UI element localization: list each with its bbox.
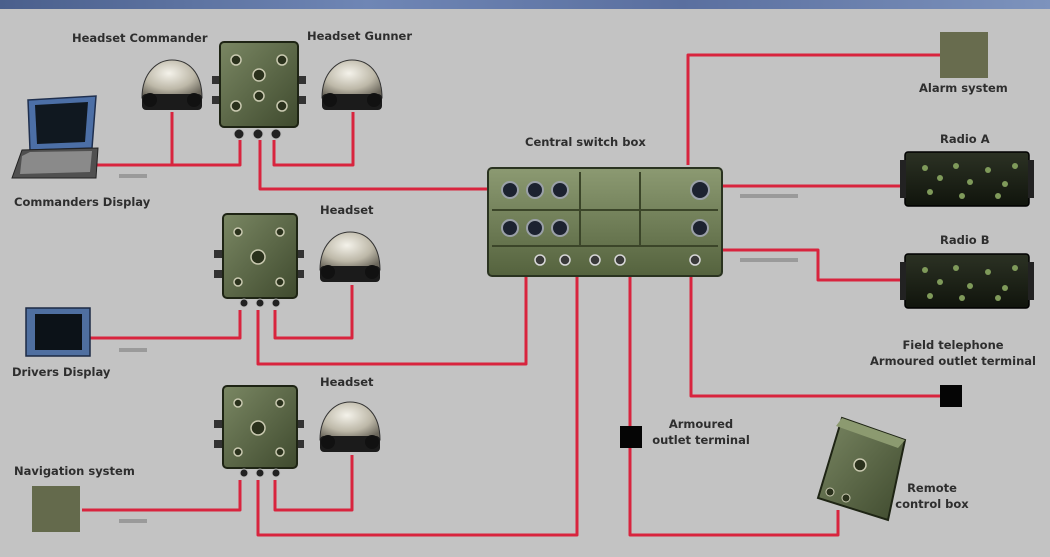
cable-headset-3 xyxy=(273,455,354,512)
radio-b-unit xyxy=(900,253,1034,309)
intercom-box-commander xyxy=(212,41,306,140)
label-radio-b: Radio B xyxy=(940,233,990,247)
field-telephone-terminal xyxy=(940,385,962,407)
cable-headset-2 xyxy=(273,285,354,340)
cable-nav-switch xyxy=(256,275,579,537)
cable-box2-switch xyxy=(256,275,528,366)
intercom-box-driver xyxy=(214,213,304,308)
label-headset-driver: Headset xyxy=(320,203,374,217)
radio-a-unit xyxy=(900,151,1034,207)
grey-markers xyxy=(119,174,798,523)
armoured-outlet-terminal xyxy=(620,426,642,448)
label-commanders-display: Commanders Display xyxy=(14,195,151,209)
commanders-display-laptop xyxy=(11,95,99,179)
navigation-system-unit xyxy=(32,486,80,532)
cable-alarm xyxy=(686,53,940,165)
drivers-display-monitor xyxy=(25,307,91,357)
label-central-switch-box: Central switch box xyxy=(525,135,646,149)
cable-gunner-headset xyxy=(272,112,355,167)
cable-nav-box3 xyxy=(82,480,242,512)
headset-commander-icon xyxy=(141,59,203,110)
label-headset-commander: Headset Commander xyxy=(72,31,208,45)
central-switch-box-unit xyxy=(487,167,723,277)
label-drivers-display: Drivers Display xyxy=(12,365,111,379)
cable-radio-b xyxy=(722,248,905,282)
remote-control-box-unit xyxy=(816,416,907,522)
cable-armoured-outlet xyxy=(628,275,840,537)
label-headset-gunner: Headset Gunner xyxy=(307,29,413,43)
label-armoured-outlet: Armoured outlet terminal xyxy=(652,417,750,447)
cable-driver-display xyxy=(90,310,242,340)
headset-driver-icon xyxy=(319,231,381,282)
top-banner-strip xyxy=(0,0,1050,9)
label-alarm-system: Alarm system xyxy=(919,81,1008,95)
cable-field-telephone xyxy=(689,275,940,398)
label-remote-control-box: Remote control box xyxy=(895,481,969,511)
headset-navigation-icon xyxy=(319,401,381,452)
cable-laptop-commander xyxy=(95,140,242,167)
intercom-box-navigation xyxy=(214,385,304,478)
label-radio-a: Radio A xyxy=(940,132,990,146)
alarm-system-unit xyxy=(940,32,988,78)
label-navigation-system: Navigation system xyxy=(14,464,135,478)
headset-gunner-icon xyxy=(321,59,383,110)
label-field-telephone: Field telephone Armoured outlet terminal xyxy=(870,338,1036,368)
cables xyxy=(82,53,940,537)
label-headset-navigation: Headset xyxy=(320,375,374,389)
cable-box1-switch xyxy=(258,140,488,191)
